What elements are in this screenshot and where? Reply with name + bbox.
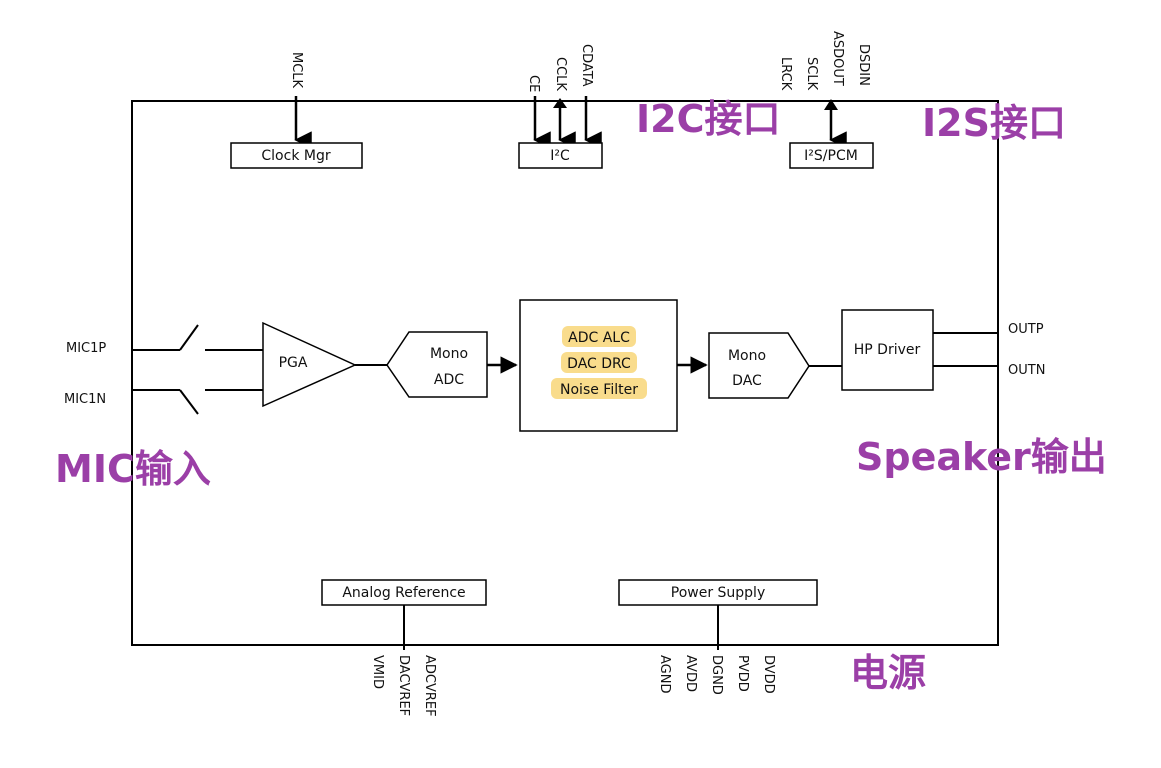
clock-mgr-box (230, 142, 363, 169)
pin-mic1n: MIC1N (64, 392, 106, 407)
power-supply-label: Power Supply (671, 585, 766, 601)
power-supply-box (618, 579, 818, 606)
i2s-interface-annotation: I2S接口 (922, 101, 1066, 145)
pin-pvdd: PVDD (735, 655, 750, 692)
dsp-label-adc-alc: ADC ALC (568, 330, 630, 346)
pin-avdd: AVDD (683, 655, 698, 692)
dsp-highlight-3 (551, 378, 647, 399)
speaker-output-annotation: Speaker输出 (856, 435, 1107, 479)
mic1p-switch (179, 324, 199, 351)
mono-adc-label-2: ADC (434, 372, 464, 388)
i2c-box (518, 142, 603, 169)
mono-dac-shape (708, 332, 810, 399)
dsp-label-noise-filter: Noise Filter (560, 382, 638, 398)
pin-asdout: ASDOUT (830, 31, 845, 86)
chip-outline (131, 100, 999, 646)
dsp-label-dac-drc: DAC DRC (567, 356, 631, 372)
mono-adc-label-1: Mono (430, 346, 468, 362)
pin-dgnd: DGND (709, 655, 724, 695)
hp-driver-label: HP Driver (854, 342, 921, 358)
pin-mclk: MCLK (289, 52, 304, 89)
cclk-up-arrow (553, 98, 567, 108)
dsp-highlight-2 (561, 352, 637, 373)
i2s-label: I²S/PCM (804, 148, 858, 164)
pin-cdata: CDATA (579, 44, 594, 87)
mono-adc-shape (386, 331, 488, 398)
analog-reference-label: Analog Reference (342, 585, 465, 601)
i2s-box (789, 142, 874, 169)
pin-dvdd: DVDD (761, 655, 776, 694)
mic1n-switch (179, 389, 199, 415)
mono-dac-label-1: Mono (728, 348, 766, 364)
i2c-interface-annotation: I2C接口 (636, 97, 780, 141)
pin-outp: OUTP (1008, 322, 1044, 337)
pin-vmid: VMID (370, 655, 385, 689)
pin-agnd: AGND (657, 655, 672, 693)
pin-cclk: CCLK (553, 57, 568, 91)
pin-lrck: LRCK (778, 57, 793, 91)
pin-outn: OUTN (1008, 363, 1045, 378)
hp-driver-box (841, 309, 934, 391)
mono-dac-label-2: DAC (732, 373, 762, 389)
pin-sclk: SCLK (804, 57, 819, 91)
pin-ce: CE (526, 75, 541, 92)
pin-dsdin: DSDIN (856, 44, 871, 86)
dsp-highlight-1 (562, 326, 636, 347)
pin-adcvref: ADCVREF (422, 655, 437, 717)
i2s-up-arrow (824, 99, 838, 110)
clock-mgr-label: Clock Mgr (261, 148, 330, 164)
pga-label: PGA (279, 355, 308, 371)
power-annotation: 电源 (850, 651, 926, 695)
pin-mic1p: MIC1P (66, 341, 106, 356)
mic-input-annotation: MIC输入 (55, 447, 211, 491)
pin-dacvref: DACVREF (396, 655, 411, 716)
pga-triangle (262, 321, 357, 408)
i2c-label: I²C (550, 148, 570, 164)
